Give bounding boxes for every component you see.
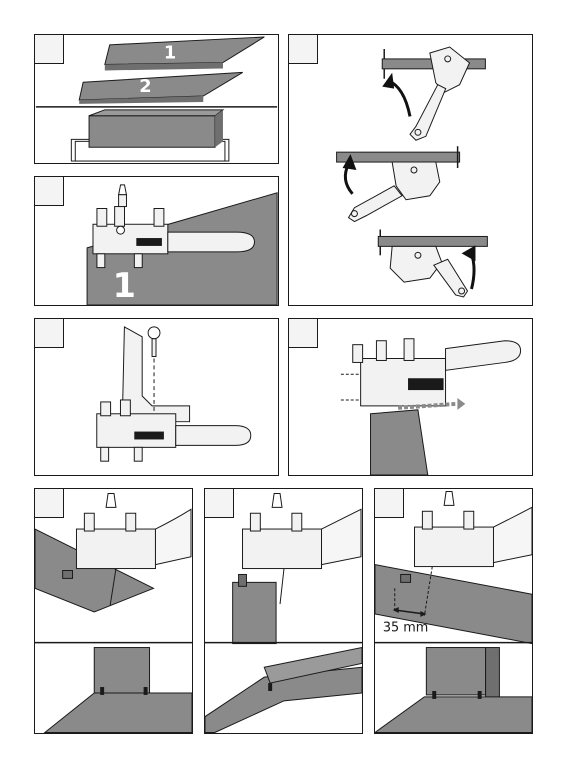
mark-boards-illustration: 1 2 [35,35,278,163]
board-number-1: 1 [164,44,176,64]
step-panel-mark-boards: 1 2 [34,34,279,164]
assemble-jig-illustration [35,319,278,475]
step-panel-jig-orientation [288,34,533,306]
board-number-1-marked: 1 [113,266,136,305]
drill-face-illustration [205,489,362,733]
step-panel-adjust-jig [288,318,533,476]
step-panel-drill-distance: 35 mm [374,488,533,734]
page-footer [0,756,568,766]
drill-distance-illustration: 35 mm [375,489,532,733]
jig-on-board-illustration: 1 [35,177,278,305]
step-panel-assemble-jig [34,318,279,476]
step-panel-drill-face [204,488,363,734]
step-panel-drill-edge [34,488,193,734]
step-panel-jig-on-board: 1 [34,176,279,306]
drill-edge-illustration [35,489,192,733]
distance-label: 35 mm [383,621,428,636]
adjust-jig-illustration [289,319,532,475]
jig-orientation-illustration [289,35,532,305]
board-number-2: 2 [139,77,151,97]
